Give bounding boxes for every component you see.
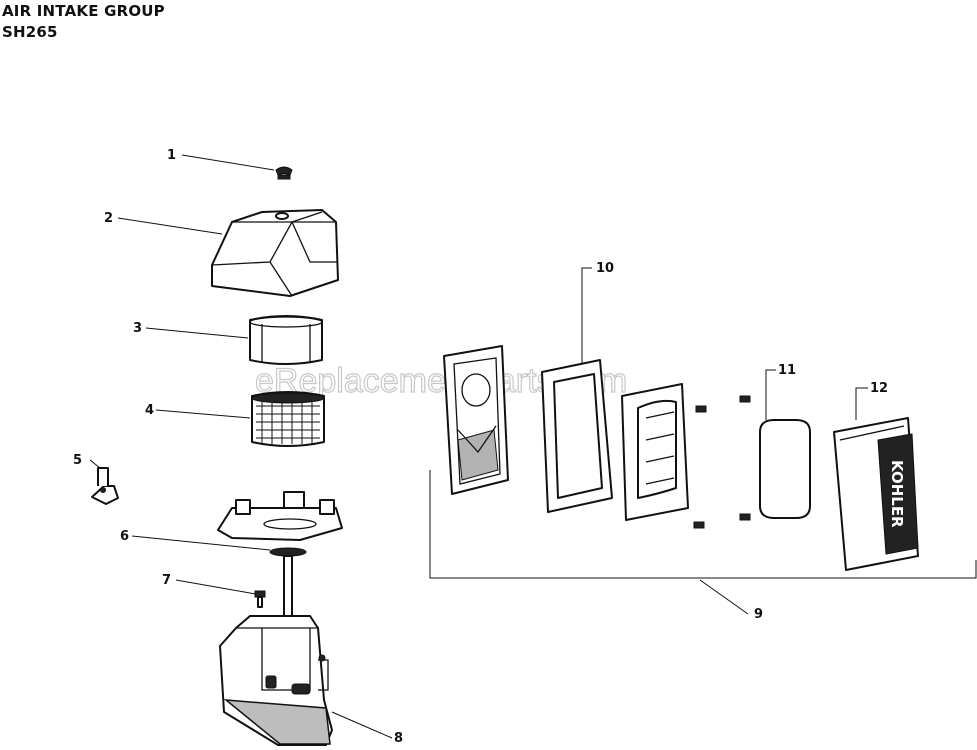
callout-1: 1 bbox=[167, 148, 176, 163]
part-4-air-filter-element[interactable] bbox=[251, 391, 325, 447]
part-1-wing-nut[interactable] bbox=[275, 166, 293, 180]
callout-10: 10 bbox=[596, 261, 614, 276]
callout-3: 3 bbox=[133, 321, 142, 336]
callout-6: 6 bbox=[120, 529, 129, 544]
part-5-bracket[interactable] bbox=[91, 467, 119, 505]
model-number: SH265 bbox=[2, 23, 58, 41]
part-7-screw[interactable] bbox=[254, 590, 266, 608]
part-9-filter-housing[interactable] bbox=[621, 383, 689, 521]
part-air-cleaner-base[interactable] bbox=[217, 491, 343, 541]
part-2-air-cleaner-cover[interactable] bbox=[211, 209, 339, 297]
callout-11: 11 bbox=[778, 363, 796, 378]
group-bracket bbox=[429, 470, 977, 579]
part-10-seal[interactable] bbox=[541, 359, 613, 513]
callout-12: 12 bbox=[870, 381, 888, 396]
callout-8: 8 bbox=[394, 731, 403, 746]
leader-lines bbox=[89, 154, 868, 739]
callout-7: 7 bbox=[162, 573, 171, 588]
callout-5: 5 bbox=[73, 453, 82, 468]
part-11-prefilter[interactable] bbox=[759, 419, 811, 519]
kohler-logo: KOHLER bbox=[888, 460, 906, 528]
callout-4: 4 bbox=[145, 403, 154, 418]
callout-9: 9 bbox=[754, 607, 763, 622]
diagram-title: AIR INTAKE GROUP bbox=[2, 2, 165, 20]
part-6-gasket[interactable] bbox=[269, 547, 307, 557]
part-stud[interactable] bbox=[283, 555, 293, 619]
part-screws[interactable] bbox=[693, 395, 751, 529]
part-12-filter-cover[interactable]: KOHLER bbox=[833, 417, 919, 571]
part-3-precleaner[interactable] bbox=[249, 315, 323, 365]
callout-2: 2 bbox=[104, 211, 113, 226]
part-8-intake-housing[interactable] bbox=[219, 615, 333, 746]
part-9-base-plate[interactable] bbox=[443, 345, 509, 495]
